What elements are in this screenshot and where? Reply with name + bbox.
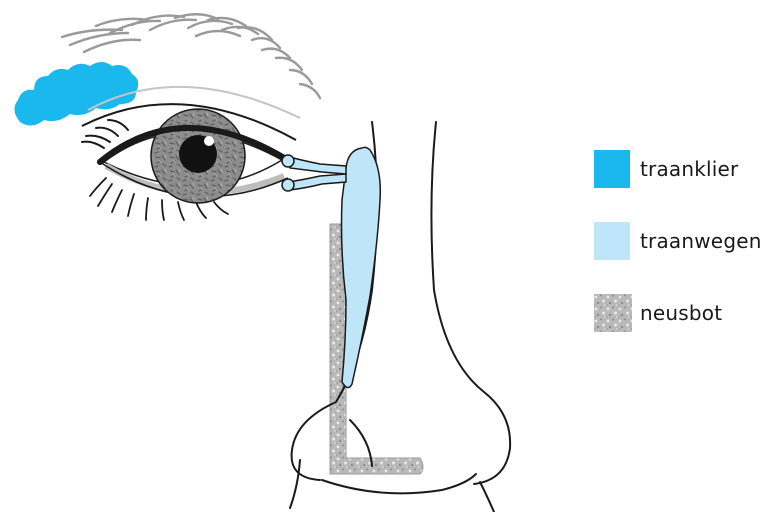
eye-highlight	[204, 136, 214, 146]
lacrimal-gland-swatch	[594, 150, 630, 188]
tear-ducts	[342, 147, 381, 387]
legend-label: traanwegen	[640, 229, 762, 253]
legend-item-nasal-bone: neusbot	[594, 294, 764, 332]
nasal-bone-swatch	[594, 294, 632, 332]
legend: traanklier traanwegen neusbot	[594, 150, 764, 366]
legend-label: traanklier	[640, 157, 738, 181]
tear-ducts-swatch	[594, 222, 630, 260]
canaliculi	[282, 155, 346, 191]
legend-item-tear-ducts: traanwegen	[594, 222, 764, 260]
legend-label: neusbot	[640, 301, 722, 325]
legend-item-lacrimal-gland: traanklier	[594, 150, 764, 188]
lacrimal-gland-shape	[14, 62, 138, 126]
